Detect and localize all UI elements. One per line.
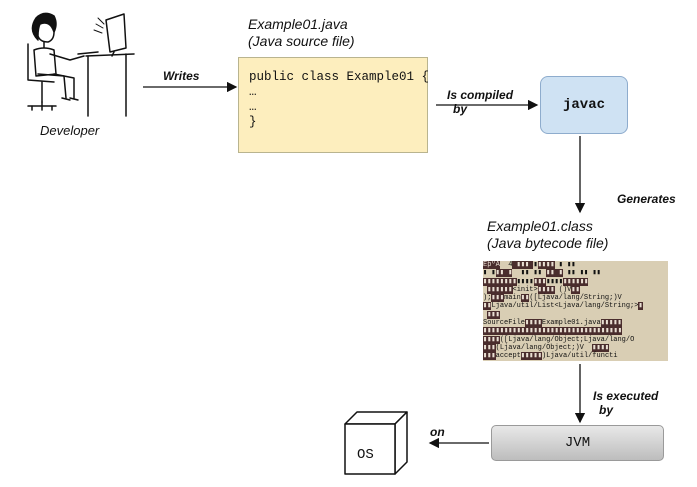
generates-label: Generates	[617, 192, 676, 206]
bytecode-dump-image: ÊþºÀ 4 ▮▮▮ ▮▮▮▮▮ ▮ ▮▮ ▮ ▮▮▮ ▮ ▮▮ ▮▮ ▮▮ ▮…	[483, 261, 668, 361]
os-label: OS	[357, 447, 374, 463]
source-file-name: Example01.java	[248, 16, 348, 32]
code-line: }	[249, 115, 257, 129]
javac-compiler-box: javac	[540, 76, 628, 134]
writes-label: Writes	[163, 69, 200, 83]
executed-by-line2: by	[599, 403, 614, 417]
developer-at-desk-icon	[27, 12, 135, 117]
class-file-title: Example01.class (Java bytecode file)	[487, 218, 608, 252]
source-file-title: Example01.java (Java source file)	[248, 16, 355, 50]
jvm-box: JVM	[491, 425, 664, 461]
class-file-name: Example01.class	[487, 218, 593, 234]
on-label: on	[430, 425, 445, 439]
source-code-box: public class Example01 { … … }	[238, 57, 430, 153]
javac-label: javac	[562, 97, 605, 113]
developer-label: Developer	[40, 123, 100, 138]
code-line: public class Example01 {	[249, 70, 430, 84]
compiled-by-line2: by	[453, 102, 468, 116]
compiled-by-line1: Is compiled	[447, 88, 514, 102]
os-cube-icon	[344, 411, 408, 475]
source-file-type: (Java source file)	[248, 33, 355, 49]
executed-by-line1: Is executed	[593, 389, 659, 403]
compiled-by-label: Is compiled by	[447, 88, 513, 116]
jvm-label: JVM	[564, 435, 591, 451]
code-line: …	[249, 100, 257, 114]
code-line: …	[249, 85, 257, 99]
class-file-type: (Java bytecode file)	[487, 235, 609, 251]
executed-by-label: Is executed by	[593, 389, 658, 417]
